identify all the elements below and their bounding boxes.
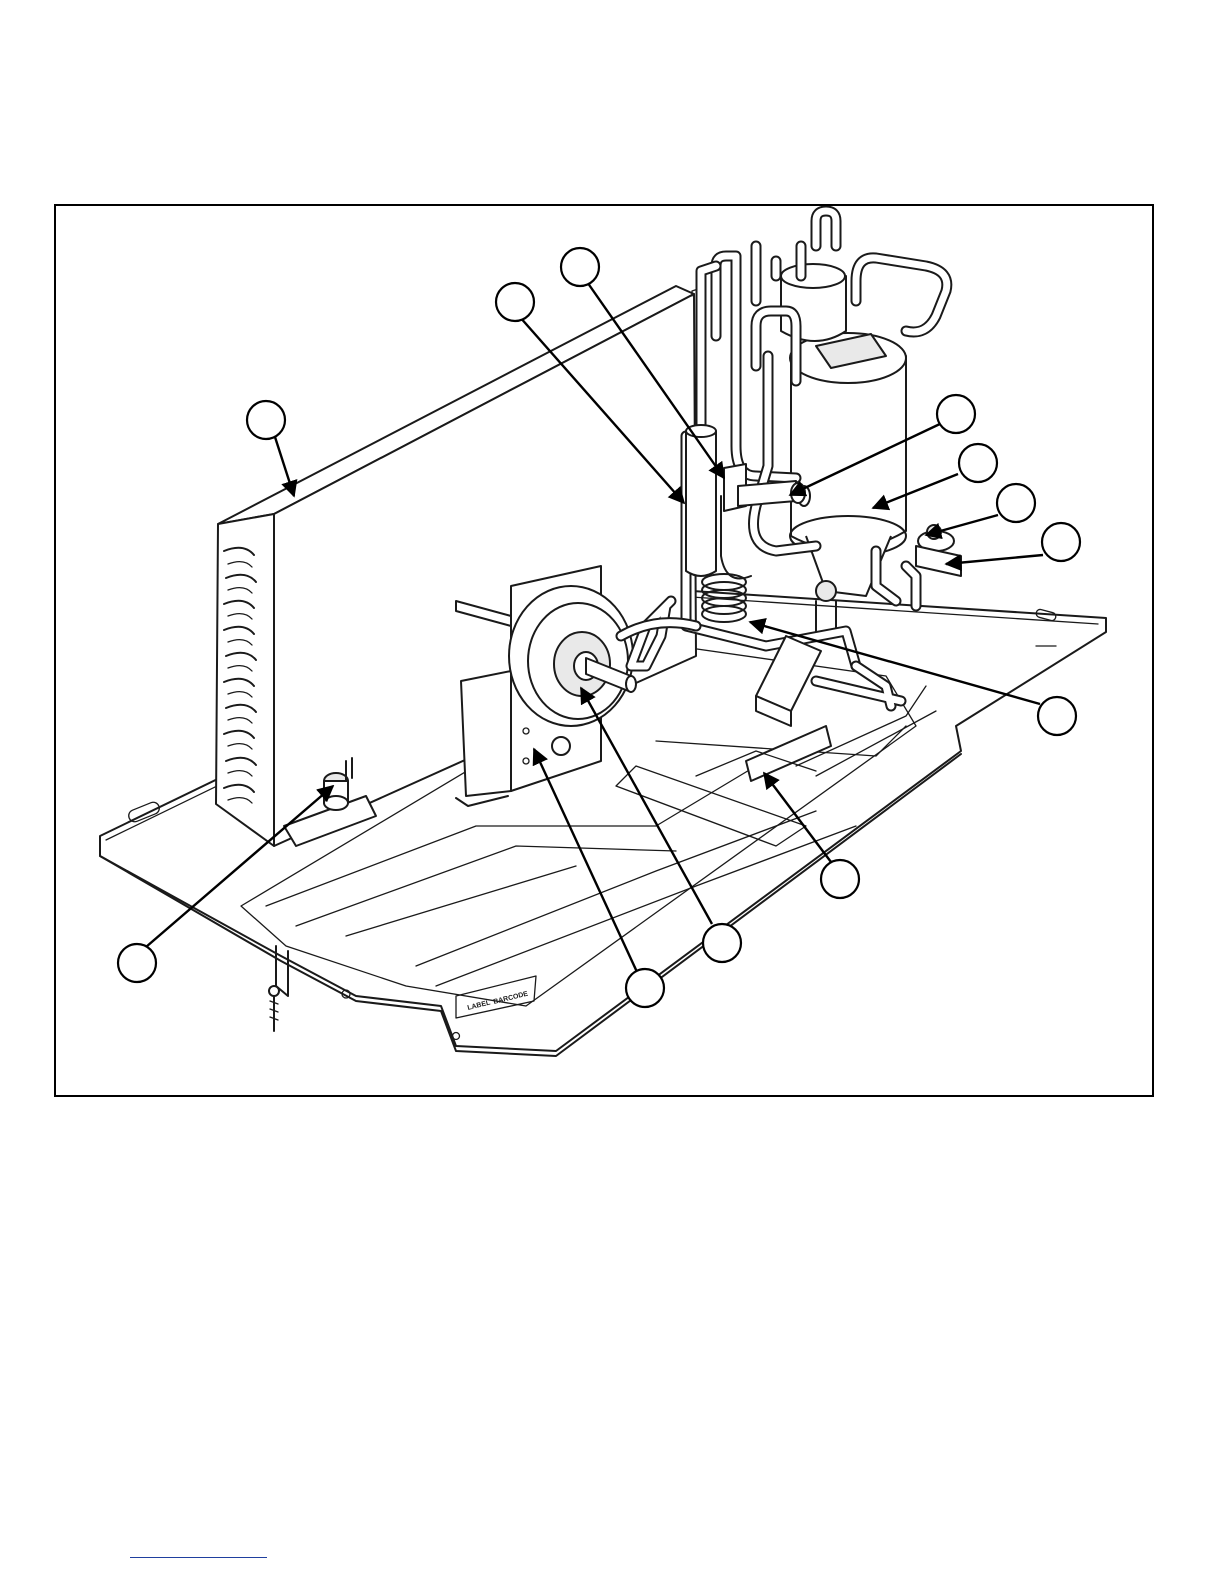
footer-rule: [130, 1557, 267, 1558]
callout-3: [561, 248, 599, 286]
callout-12: [118, 944, 156, 982]
callout-9: [821, 860, 859, 898]
callout-5: [959, 444, 997, 482]
callout-10: [703, 924, 741, 962]
callout-4: [937, 395, 975, 433]
callout-1: [247, 401, 285, 439]
callout-2: [496, 283, 534, 321]
air-conditioner-chassis-diagram: LABEL BARCODE: [56, 206, 1156, 1099]
figure-frame: LABEL BARCODE: [54, 204, 1154, 1097]
callout-6: [997, 484, 1035, 522]
callout-7: [1042, 523, 1080, 561]
callout-11: [626, 969, 664, 1007]
callout-8: [1038, 697, 1076, 735]
